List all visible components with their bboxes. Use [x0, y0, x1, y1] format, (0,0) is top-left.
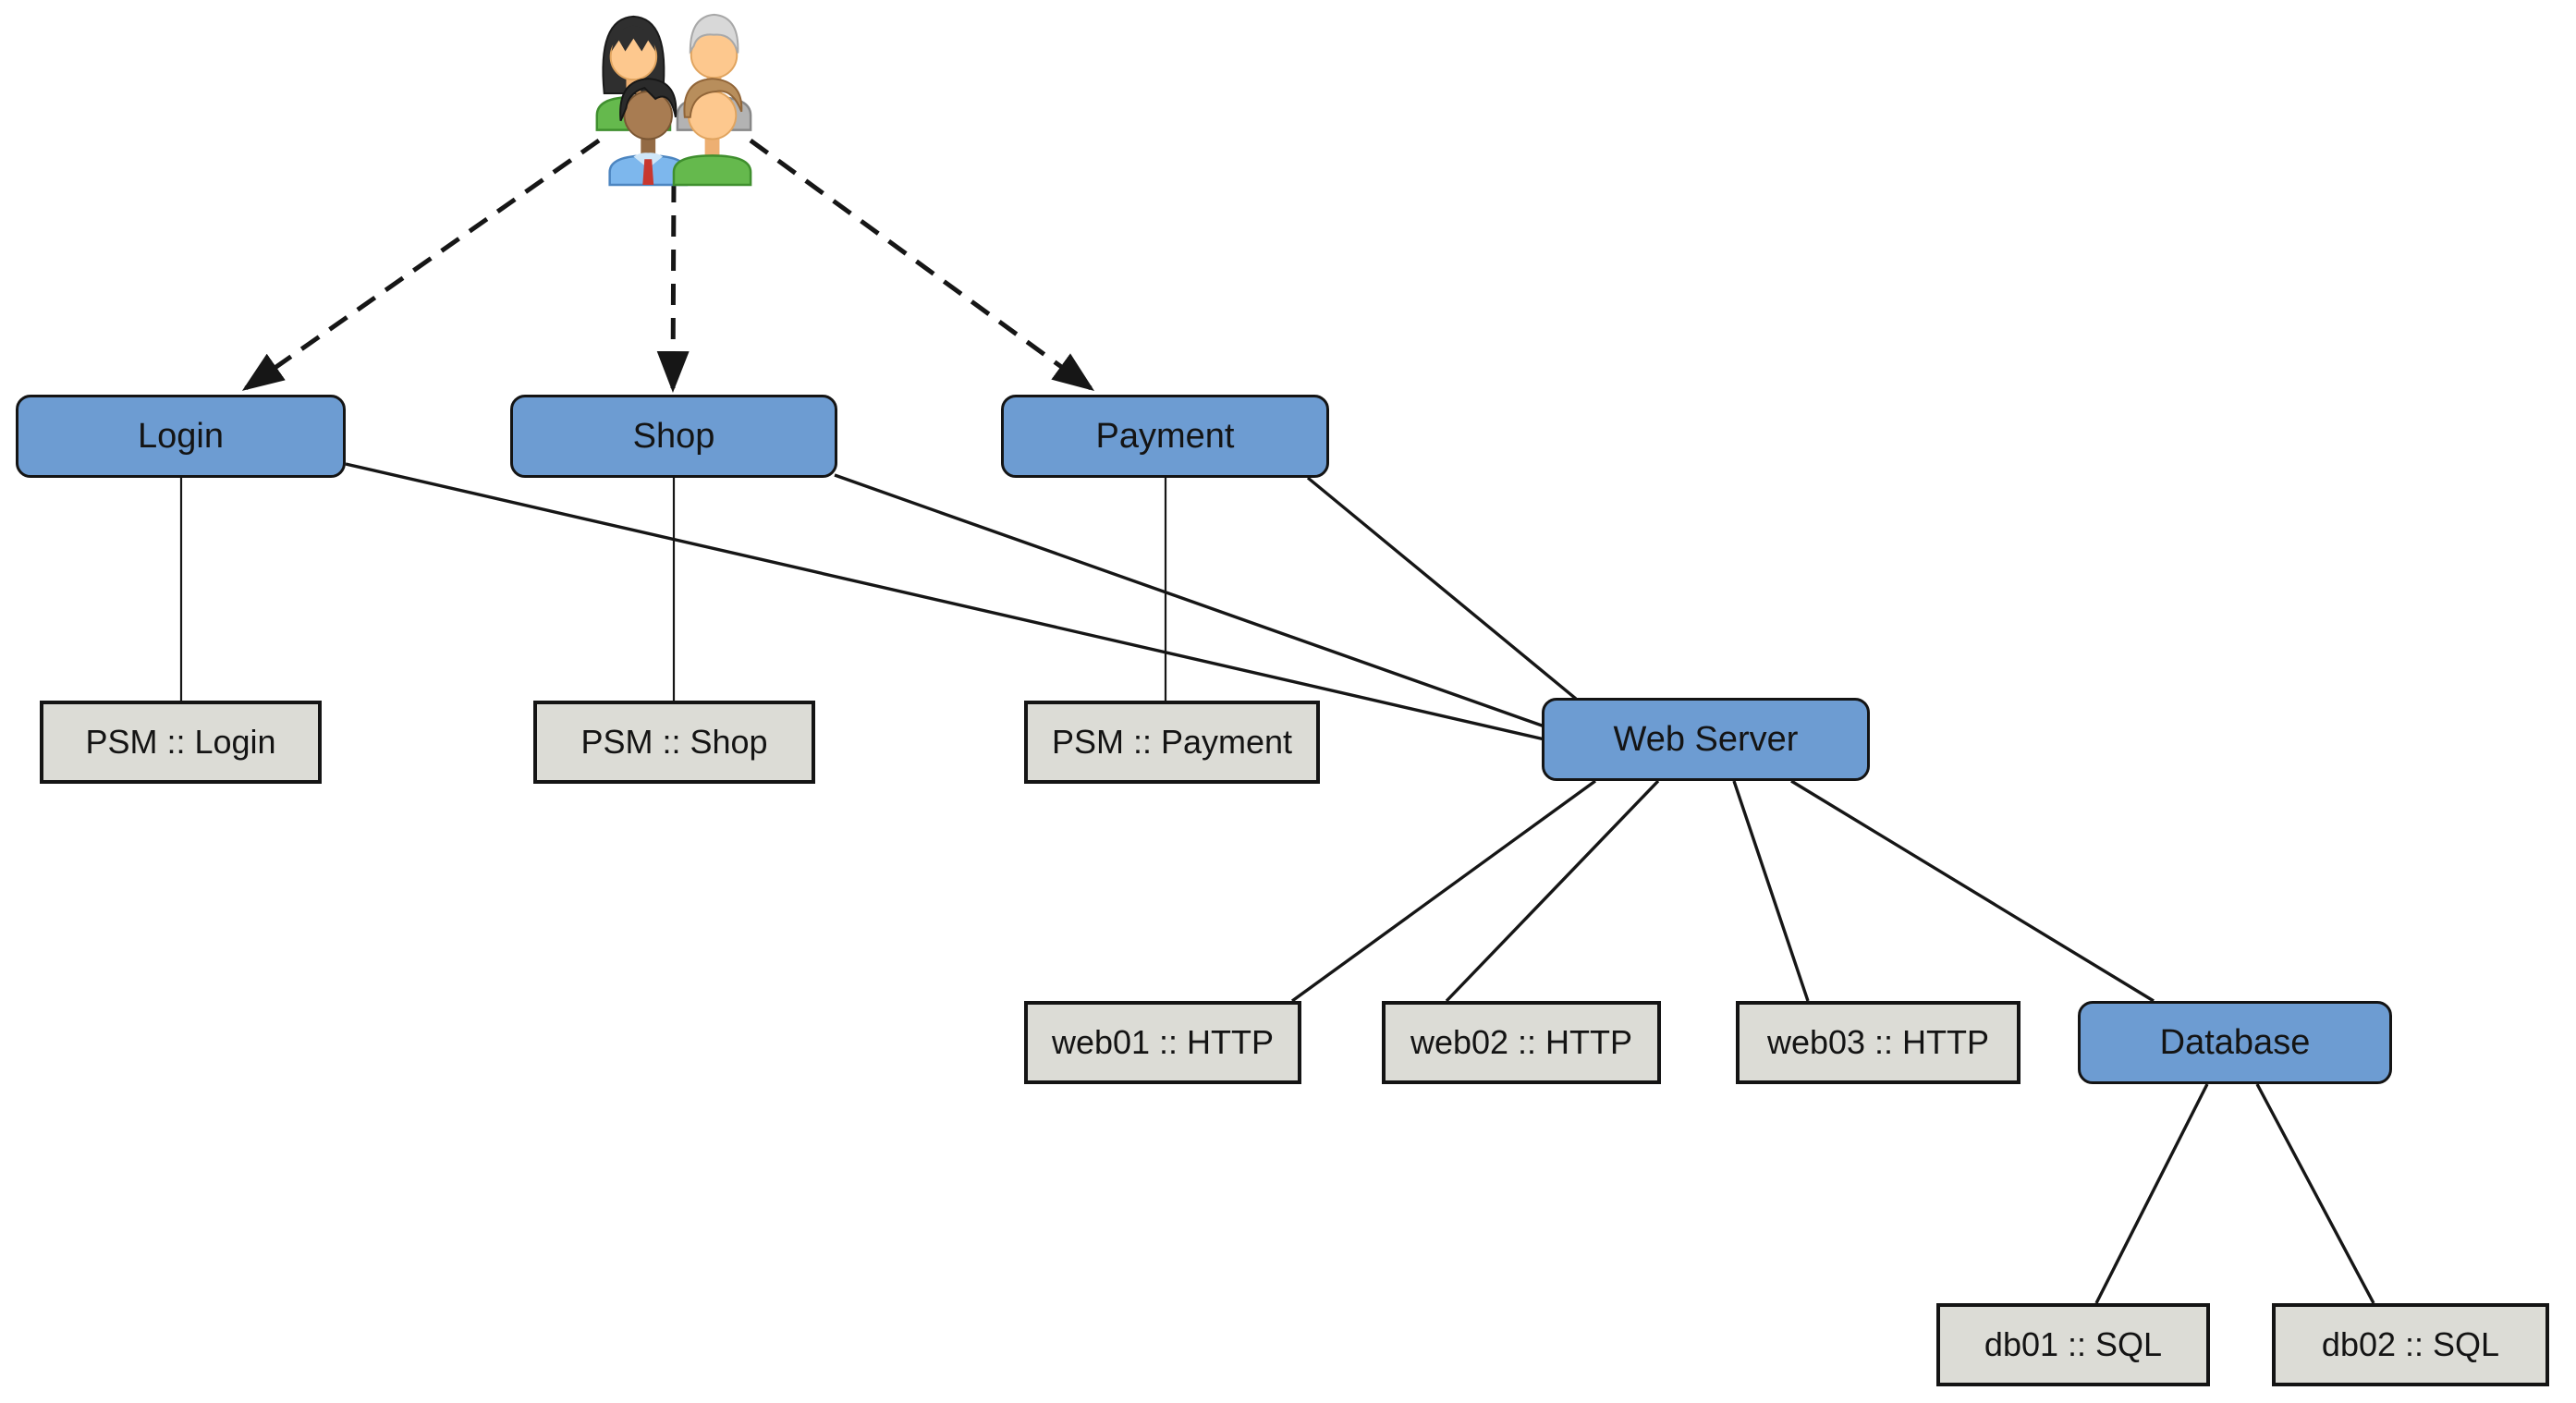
- person-front-left: [608, 78, 689, 187]
- node-web02: web02 :: HTTP: [1382, 1001, 1661, 1084]
- edge-users-login: [241, 138, 601, 391]
- node-psm-shop: PSM :: Shop: [533, 701, 815, 784]
- edge-users-shop: [656, 180, 690, 393]
- login-label: Login: [138, 416, 224, 456]
- psm-payment-label: PSM :: Payment: [1051, 723, 1293, 761]
- database-label: Database: [2159, 1022, 2311, 1062]
- web02-label: web02 :: HTTP: [1410, 1023, 1633, 1061]
- users-group-icon: [595, 13, 752, 187]
- edge-database-db02: [2255, 1083, 2375, 1304]
- node-psm-payment: PSM :: Payment: [1024, 701, 1320, 784]
- web01-label: web01 :: HTTP: [1051, 1023, 1275, 1061]
- edge-payment-webserver: [1306, 476, 1578, 701]
- edge-shop-webserver: [834, 473, 1545, 728]
- payment-label: Payment: [1095, 416, 1235, 456]
- node-shop: Shop: [510, 395, 837, 478]
- db01-label: db01 :: SQL: [1984, 1325, 2163, 1363]
- node-db02: db02 :: SQL: [2272, 1303, 2549, 1386]
- node-web01: web01 :: HTTP: [1024, 1001, 1301, 1084]
- psm-login-label: PSM :: Login: [85, 723, 276, 761]
- db02-label: db02 :: SQL: [2321, 1325, 2500, 1363]
- psm-shop-label: PSM :: Shop: [580, 723, 768, 761]
- edge-webserver-web02: [1445, 779, 1660, 1003]
- shop-label: Shop: [632, 416, 715, 456]
- node-web03: web03 :: HTTP: [1736, 1001, 2021, 1084]
- web03-label: web03 :: HTTP: [1766, 1023, 1990, 1061]
- edge-webserver-web01: [1291, 779, 1596, 1003]
- edge-database-db01: [2094, 1083, 2209, 1304]
- node-webserver: Web Server: [1542, 698, 1870, 781]
- node-database: Database: [2078, 1001, 2392, 1084]
- edge-users-payment: [749, 138, 1095, 391]
- person-front-right: [672, 78, 752, 187]
- edge-webserver-database: [1790, 779, 2155, 1003]
- node-db01: db01 :: SQL: [1936, 1303, 2210, 1386]
- edge-login-webserver: [345, 462, 1545, 741]
- webserver-label: Web Server: [1613, 719, 1799, 759]
- node-psm-login: PSM :: Login: [40, 701, 322, 784]
- node-login: Login: [16, 395, 346, 478]
- node-payment: Payment: [1001, 395, 1329, 478]
- edge-webserver-web03: [1732, 780, 1810, 1002]
